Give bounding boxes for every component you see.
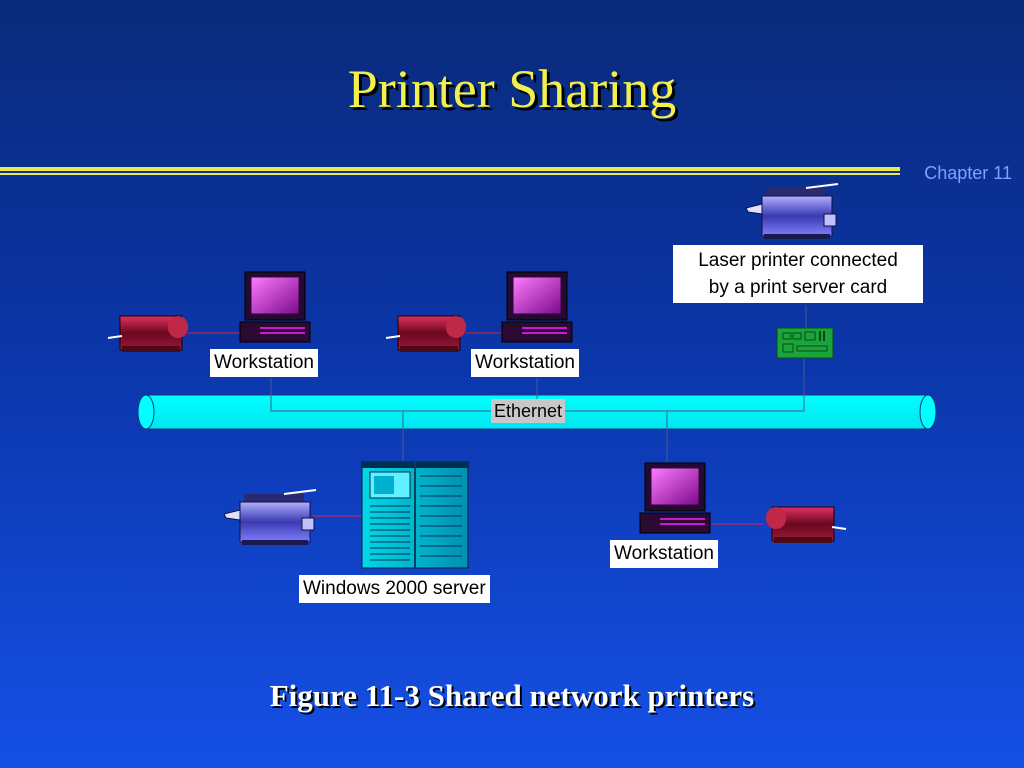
laser-printer-label: Laser printer connected by a print serve… [673, 245, 923, 303]
print-server-card [776, 327, 834, 359]
server-tower[interactable] [361, 461, 469, 569]
chapter-label: Chapter 11 [924, 163, 1012, 183]
title-rule-thin [0, 173, 900, 175]
workstation-2[interactable] [501, 271, 573, 343]
local-printer-1 [107, 315, 188, 352]
laser-printer [745, 183, 839, 239]
title-rule [0, 167, 900, 171]
workstation-3[interactable] [639, 462, 711, 534]
workstation-label-1: Workstation [210, 349, 318, 377]
workstation-label-3: Workstation [610, 540, 718, 568]
server-label: Windows 2000 server [299, 575, 490, 603]
laser-printer-label-line2: by a print server card [708, 277, 888, 298]
local-printer-3 [766, 506, 847, 543]
laser-printer-label-line1: Laser printer connected [698, 250, 898, 271]
slide-title: Printer Sharing [347, 59, 677, 119]
figure-caption: Figure 11-3 Shared network printers [269, 678, 755, 713]
workstation-label-2: Workstation [471, 349, 579, 377]
workstation-1[interactable] [239, 271, 311, 343]
local-printer-2 [385, 315, 466, 352]
ethernet-label: Ethernet [491, 399, 566, 423]
printer-links [188, 332, 764, 525]
server-printer [223, 489, 317, 545]
